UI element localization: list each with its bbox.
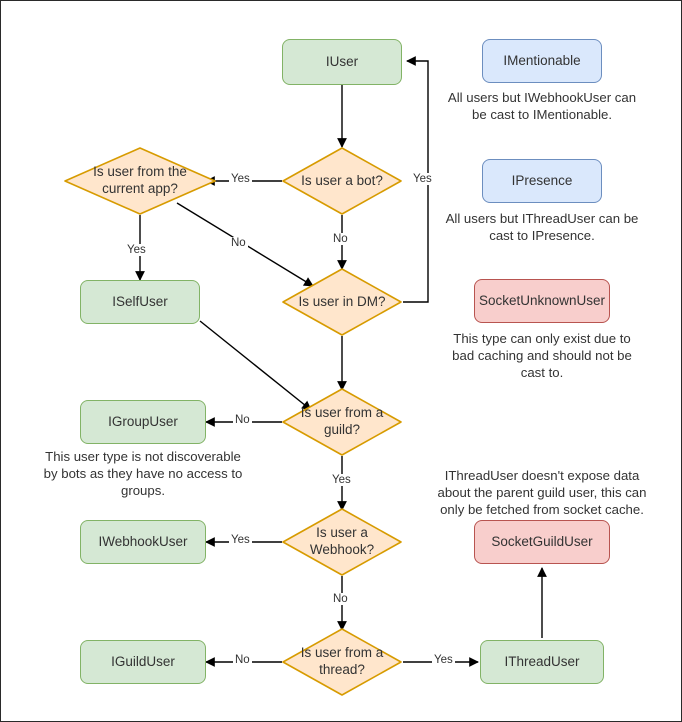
node-ipresence[interactable]: IPresence: [482, 159, 602, 203]
edge-label-bot-no: No: [331, 233, 350, 245]
node-label-is-user-a-bot: Is user a bot?: [301, 172, 383, 188]
note-igroupuser: This user type is not discoverable by bo…: [43, 449, 243, 499]
diamond-shape-is-user-from-a-guild: [282, 388, 402, 456]
node-iuser[interactable]: IUser: [282, 39, 402, 85]
node-is-user-a-webhook[interactable]: Is user a Webhook?: [282, 508, 402, 576]
node-is-user-in-dm[interactable]: Is user in DM?: [282, 268, 402, 336]
node-igroupuser[interactable]: IGroupUser: [80, 400, 206, 444]
node-ithreaduser[interactable]: IThreadUser: [480, 640, 604, 684]
edge-label-guild-no: No: [233, 414, 252, 426]
node-socketunknownuser[interactable]: SocketUnknownUser: [474, 279, 610, 323]
diamond-shape-is-user-from-the-current-app: [64, 147, 216, 215]
note-imentionable: All users but IWebhookUser can be cast t…: [447, 90, 637, 123]
node-is-user-from-a-thread[interactable]: Is user from a thread?: [282, 628, 402, 696]
node-label-is-user-from-the-current-app: Is user from the current app?: [93, 164, 187, 196]
node-is-user-from-the-current-app[interactable]: Is user from the current app?: [64, 147, 216, 215]
node-label-is-user-in-dm: Is user in DM?: [298, 293, 386, 309]
node-iguilduser[interactable]: IGuildUser: [80, 640, 206, 684]
edge-label-bot-yes: Yes: [229, 173, 252, 185]
edge-label-dm-yes: Yes: [411, 173, 434, 185]
node-label-is-user-from-a-thread: Is user from a thread?: [300, 645, 384, 677]
edge-label-webhook-no: No: [331, 593, 350, 605]
edge-label-current-app-no: No: [229, 237, 248, 249]
diamond-shape-is-user-a-bot: [282, 147, 402, 215]
node-is-user-a-bot[interactable]: Is user a bot?: [282, 147, 402, 215]
node-iselfuser[interactable]: ISelfUser: [80, 280, 200, 324]
edge-label-webhook-yes: Yes: [229, 534, 252, 546]
edge-label-guild-yes: Yes: [330, 474, 353, 486]
note-socketunknownuser: This type can only exist due to bad cach…: [452, 331, 632, 381]
note-ipresence: All users but IThreadUser can be cast to…: [445, 211, 639, 244]
node-label-is-user-a-webhook: Is user a Webhook?: [309, 525, 375, 557]
node-label-is-user-from-a-guild: Is user from a guild?: [300, 405, 384, 437]
edge-label-thread-no: No: [233, 654, 252, 666]
edge-label-current-app-yes: Yes: [125, 244, 148, 256]
diamond-shape-is-user-a-webhook: [282, 508, 402, 576]
note-socketguilduser: IThreadUser doesn't expose data about th…: [437, 468, 647, 518]
diamond-shape-is-user-from-a-thread: [282, 628, 402, 696]
node-is-user-from-a-guild[interactable]: Is user from a guild?: [282, 388, 402, 456]
edge-label-thread-yes: Yes: [432, 654, 455, 666]
node-iwebhookuser[interactable]: IWebhookUser: [80, 520, 206, 564]
node-imentionable[interactable]: IMentionable: [482, 39, 602, 83]
node-socketguilduser[interactable]: SocketGuildUser: [474, 520, 610, 564]
